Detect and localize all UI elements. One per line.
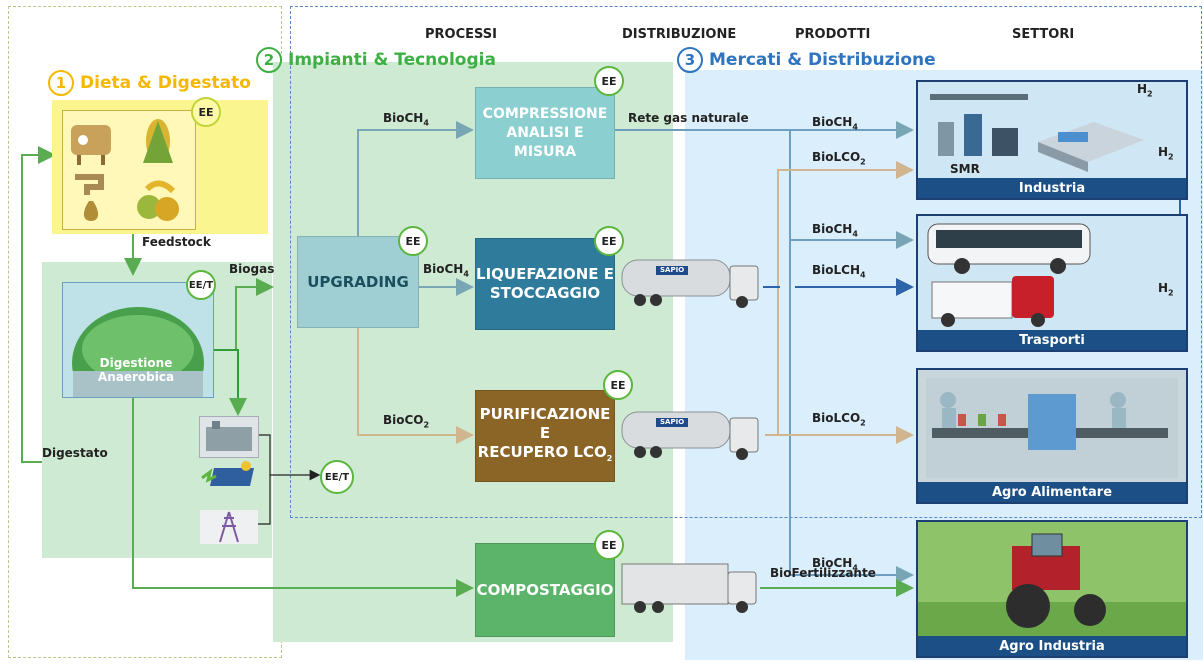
ee-badge-compostaggio: EE xyxy=(594,530,624,560)
h2-label-2: H2 xyxy=(1158,145,1174,162)
truck-logo-1: SAPIO xyxy=(660,266,685,274)
bioco2-label: BioCO2 xyxy=(383,413,430,430)
digestato-label: Digestato xyxy=(42,446,108,460)
agro-alimentare-art xyxy=(926,378,1178,478)
truck-logo-2: SAPIO xyxy=(660,418,685,426)
sector-trasporti: Trasporti xyxy=(916,214,1188,352)
section-title: Dieta & Digestato xyxy=(80,73,251,93)
product-biolco2-agro: BioLCO2 xyxy=(812,411,866,428)
section-number: 1 xyxy=(48,70,74,96)
section-number: 3 xyxy=(677,47,703,73)
h2-label-3: H2 xyxy=(1158,281,1174,298)
section-title: Mercati & Distribuzione xyxy=(709,50,936,70)
feedstock-icons xyxy=(62,110,196,230)
product-biolch4-trasporti: BioLCH4 xyxy=(812,263,866,280)
bioch4-upgrading-label: BioCH4 xyxy=(383,111,429,128)
h2-label-1: H2 xyxy=(1137,82,1153,99)
section-title: Impianti & Tecnologia xyxy=(288,50,496,70)
purificazione-line-1: PURIFICAZIONE xyxy=(479,404,611,423)
process-purificazione: PURIFICAZIONE E RECUPERO LCO2 xyxy=(475,390,615,482)
purificazione-line-3: RECUPERO LCO2 xyxy=(477,442,613,463)
purificazione-line-2: E xyxy=(539,423,551,442)
sector-trasporti-label: Trasporti xyxy=(918,330,1186,350)
product-biolco2-industria: BioLCO2 xyxy=(812,150,866,167)
product-bioch4-industria: BioCH4 xyxy=(812,115,858,132)
biofertilizzante-label: BioFertilizzante xyxy=(770,566,876,580)
mercati-border xyxy=(290,6,1202,518)
process-compostaggio: COMPOSTAGGIO xyxy=(475,543,615,637)
ee-badge-liquefazione: EE xyxy=(594,226,624,256)
ee-badge-purificazione: EE xyxy=(603,370,633,400)
digestore-art xyxy=(72,307,204,419)
product-bioch4-agroind: BioCH4 xyxy=(812,556,858,573)
sector-industria-label: Industria xyxy=(918,178,1186,198)
feedstock-icons-art xyxy=(71,119,179,221)
header-settori: SETTORI xyxy=(1012,27,1075,42)
solar-panel-icon xyxy=(200,460,258,494)
sector-agro-industria-label: Agro Industria xyxy=(918,636,1186,656)
rete-gas-label: Rete gas naturale xyxy=(628,111,749,125)
cogenerator-icon xyxy=(199,416,259,458)
digestione-label: Digestione Anaerobica xyxy=(97,356,175,384)
eet-badge-energy: EE/T xyxy=(320,460,354,494)
section-impianti: 2 Impianti & Tecnologia xyxy=(256,47,496,73)
section-dieta: 1 Dieta & Digestato xyxy=(48,70,251,96)
feedstock-label: Feedstock xyxy=(142,235,211,249)
section-number: 2 xyxy=(256,47,282,73)
sector-agro-industria: Agro Industria xyxy=(916,520,1188,658)
process-compressione: COMPRESSIONE ANALISI E MISURA xyxy=(475,87,615,179)
sector-agro-alimentare-label: Agro Alimentare xyxy=(918,482,1186,502)
smr-label: SMR xyxy=(950,162,980,176)
section-mercati: 3 Mercati & Distribuzione xyxy=(677,47,936,73)
agro-industria-art xyxy=(918,533,1186,636)
product-bioch4-trasporti: BioCH4 xyxy=(812,222,858,239)
eet-badge-digestore: EE/T xyxy=(186,270,216,300)
ee-badge-upgrading: EE xyxy=(398,226,428,256)
sector-agro-alimentare: Agro Alimentare xyxy=(916,368,1188,504)
process-liquefazione: LIQUEFAZIONE E STOCCAGGIO xyxy=(475,238,615,330)
bioch4-liquefazione-label: BioCH4 xyxy=(423,262,469,279)
header-processi: PROCESSI xyxy=(425,27,497,42)
sector-industria: SMR Industria xyxy=(916,80,1188,200)
biogas-label: Biogas xyxy=(229,262,275,276)
header-distribuzione: DISTRIBUZIONE xyxy=(622,27,737,42)
header-prodotti: PRODOTTI xyxy=(795,27,871,42)
ee-badge-dieta: EE xyxy=(191,97,221,127)
power-tower-icon xyxy=(200,510,258,544)
process-upgrading: UPGRADING xyxy=(297,236,419,328)
ee-badge-compressione: EE xyxy=(594,66,624,96)
industria-art xyxy=(930,94,1144,172)
digestore-image xyxy=(62,282,214,419)
trasporti-art xyxy=(927,223,1091,327)
